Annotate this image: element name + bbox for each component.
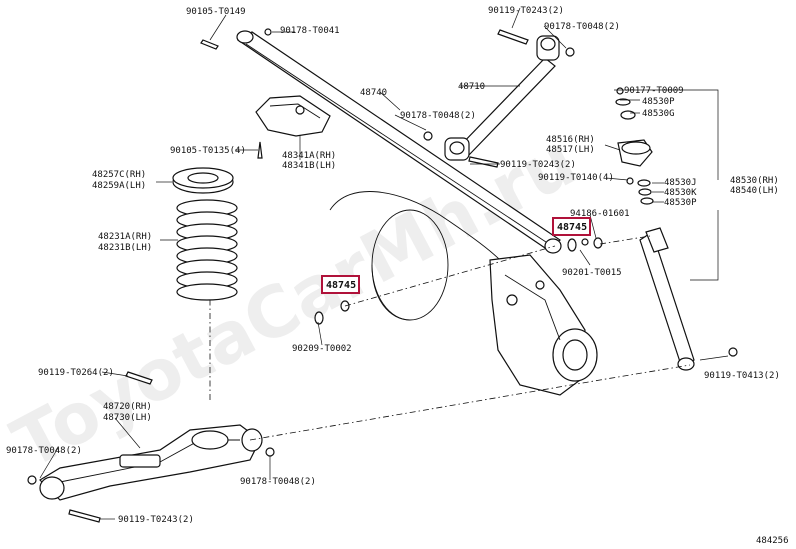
bracket-48341 [255, 95, 331, 137]
label-90119-t0413: 90119-T0413(2) [704, 371, 780, 381]
label-90119-t0140: 90119-T0140(4) [538, 173, 614, 183]
label-48730: 48730(LH) [103, 413, 152, 423]
label-90177-t0009: 90177-T0009 [624, 86, 684, 96]
part-labels: 90105-T0149 90178-T0041 48740 90119-T024… [6, 6, 789, 546]
lower-arm-48720 [39, 424, 263, 501]
label-48516: 48516(RH) [546, 135, 595, 145]
label-48530: 48530(RH) [730, 176, 779, 186]
label-90119-t0243-mid: 90119-T0243(2) [500, 160, 576, 170]
label-48720: 48720(RH) [103, 402, 152, 412]
label-48517: 48517(LH) [546, 145, 595, 155]
label-48740: 48740 [360, 88, 387, 98]
label-94186-01601: 94186-01601 [570, 209, 630, 219]
label-48745-left: 48745 [326, 280, 356, 291]
label-90178-t0048-mid: 90178-T0048(2) [400, 111, 476, 121]
label-48540: 48540(LH) [730, 186, 779, 196]
label-48530p-top: 48530P [642, 97, 675, 107]
knuckle-hub [489, 254, 598, 396]
label-48530g: 48530G [642, 109, 675, 119]
label-90201-t0015: 90201-T0015 [562, 268, 622, 278]
label-90105-t0135: 90105-T0135(4) [170, 146, 246, 156]
upper-arm-48710 [444, 35, 560, 161]
label-90209-t0002: 90209-T0002 [292, 344, 352, 354]
highlight-box-48745-right [552, 217, 591, 236]
label-48745-right: 48745 [557, 222, 587, 233]
label-48530k: 48530K [664, 188, 697, 198]
label-48341b: 48341B(LH) [282, 161, 336, 171]
label-90119-t0243-bot: 90119-T0243(2) [118, 515, 194, 525]
spring-seat-48257c [172, 167, 234, 194]
label-90178-t0048-bot: 90178-T0048(2) [240, 477, 316, 487]
label-90178-t0041: 90178-T0041 [280, 26, 340, 36]
label-90178-t0048-left: 90178-T0048(2) [6, 446, 82, 456]
shock-mount-parts [615, 87, 654, 205]
label-90119-t0264: 90119-T0264(2) [38, 368, 114, 378]
coil-spring-48231a [176, 199, 238, 301]
label-48530j: 48530J [664, 178, 697, 188]
assembly-lines [209, 235, 691, 441]
body-outline [329, 191, 501, 321]
shock-absorber-48530 [639, 227, 695, 371]
fasteners [27, 28, 738, 523]
label-48341a: 48341A(RH) [282, 151, 336, 161]
label-48257c: 48257C(RH) [92, 170, 146, 180]
label-90178-t0048-top: 90178-T0048(2) [544, 22, 620, 32]
diagram-number: 484256 [756, 536, 789, 546]
label-90119-t0243-top: 90119-T0243(2) [488, 6, 564, 16]
highlight-box-48745-left [321, 275, 360, 294]
label-48530p-bot: 48530P [664, 198, 697, 208]
label-48231a: 48231A(RH) [98, 232, 152, 242]
lateral-rod-48740 [236, 30, 562, 254]
label-90105-t0149: 90105-T0149 [186, 7, 246, 17]
label-48259a: 48259A(LH) [92, 181, 146, 191]
label-48710: 48710 [458, 82, 485, 92]
label-48231b: 48231B(LH) [98, 243, 152, 253]
